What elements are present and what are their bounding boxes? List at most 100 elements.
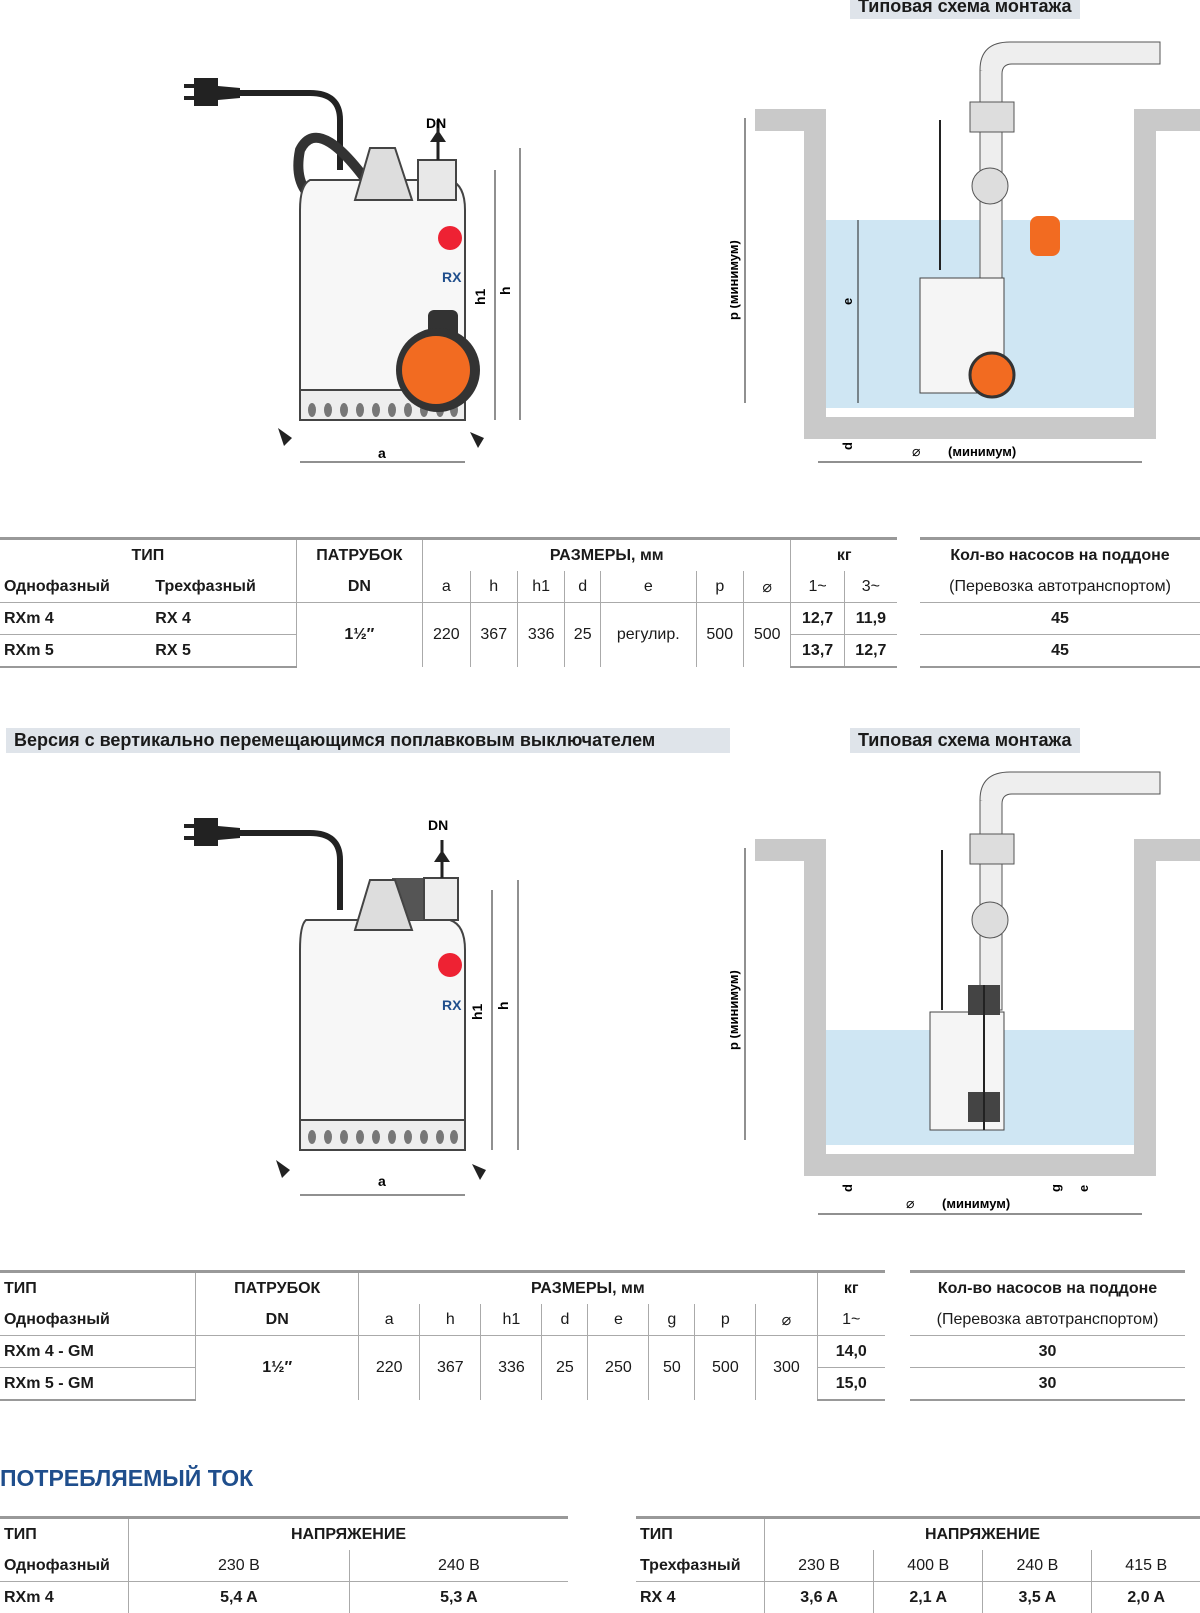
h-label: h <box>497 286 513 295</box>
current-value: 2,1 A <box>874 1582 983 1613</box>
col-p: p <box>695 1304 756 1336</box>
install-scheme-bottom: p (минимум) d g e ⌀ (минимум) <box>730 760 1200 1220</box>
col-diam: ⌀ <box>743 571 790 603</box>
a-label: a <box>378 1173 386 1189</box>
table-bottom: ТИП ПАТРУБОК РАЗМЕРЫ, мм кг Однофазный D… <box>0 1270 885 1401</box>
h-type: ТИП <box>0 1518 129 1551</box>
pallet-table-top: Кол-во насосов на поддоне (Перевозка авт… <box>920 537 1200 668</box>
col-a: a <box>359 1304 420 1336</box>
pallet-value: 45 <box>920 635 1200 668</box>
col-h: h <box>420 1304 481 1336</box>
col-h1: h1 <box>517 571 564 603</box>
plug-icon <box>184 78 240 106</box>
current-title: ПОТРЕБЛЯЕМЫЙ ТОК <box>0 1465 253 1492</box>
pump-logo: RX <box>442 269 462 285</box>
col-kg3: 3~ <box>844 571 897 603</box>
current-value: 3,5 A <box>983 1582 1092 1613</box>
pallet-h2: (Перевозка автотранспортом) <box>910 1304 1185 1336</box>
pallet-value: 30 <box>910 1336 1185 1368</box>
h-dn: DN <box>196 1304 359 1336</box>
col-p: p <box>696 571 743 603</box>
h-patr: ПАТРУБОК <box>296 539 422 572</box>
diameter-symbol: ⌀ <box>912 443 920 459</box>
section2-scheme-caption: Типовая схема монтажа <box>850 728 1080 753</box>
val-p: 500 <box>696 603 743 668</box>
table-row-three: RX 5 <box>151 635 296 668</box>
table-row-single: RXm 5 <box>0 635 151 668</box>
h1-label: h1 <box>472 288 488 305</box>
e-label: e <box>840 298 855 305</box>
kg1-value: 14,0 <box>817 1336 885 1368</box>
val-g: 50 <box>649 1336 695 1401</box>
h-type: ТИП <box>0 539 296 572</box>
volt-col: 415 В <box>1092 1550 1200 1582</box>
val-p: 500 <box>695 1336 756 1401</box>
val-d: 25 <box>542 1336 588 1401</box>
section2-title: Версия с вертикально перемещающимся попл… <box>6 728 730 753</box>
dn-value: 1½″ <box>296 603 422 668</box>
pump-logo: RX <box>442 997 462 1013</box>
top-scheme-caption: Типовая схема монтажа <box>850 0 1080 19</box>
col-d: d <box>565 571 601 603</box>
col-kg1: 1~ <box>817 1304 885 1336</box>
h-three: Трехфазный <box>151 571 296 603</box>
current-table-right: ТИП НАПРЯЖЕНИЕ Трехфазный 230 В 400 В 24… <box>636 1516 1200 1613</box>
val-h: 367 <box>420 1336 481 1401</box>
val-e: регулир. <box>601 603 697 668</box>
kg3-value: 11,9 <box>844 603 897 635</box>
current-table-left: ТИП НАПРЯЖЕНИЕ Однофазный 230 В 240 В RX… <box>0 1516 568 1613</box>
d-label: d <box>840 1184 855 1192</box>
table-row-type: RXm 4 <box>0 1582 129 1613</box>
pump-drawing-top: RX DN h1 h a <box>180 60 540 490</box>
current-value: 2,0 A <box>1092 1582 1200 1613</box>
install-scheme-top: p (минимум) e d ⌀ (минимум) <box>730 30 1200 480</box>
val-a: 220 <box>423 603 470 668</box>
h-volt: НАПРЯЖЕНИЕ <box>765 1518 1200 1551</box>
h-dims: РАЗМЕРЫ, мм <box>359 1272 817 1305</box>
brand-icon <box>438 953 462 977</box>
val-d: 25 <box>565 603 601 668</box>
col-d: d <box>542 1304 588 1336</box>
col-kg1: 1~ <box>791 571 844 603</box>
h-volt: НАПРЯЖЕНИЕ <box>129 1518 569 1551</box>
col-g: g <box>649 1304 695 1336</box>
h-kg: кг <box>817 1272 885 1305</box>
h-dims: РАЗМЕРЫ, мм <box>423 539 791 572</box>
volt-col: 230 В <box>765 1550 874 1582</box>
table-row-single: RXm 4 <box>0 603 151 635</box>
h-type: ТИП <box>0 1272 196 1305</box>
d-label: d <box>840 442 855 450</box>
col-h: h <box>470 571 517 603</box>
volt-col: 400 В <box>874 1550 983 1582</box>
min-label: (минимум) <box>942 1196 1010 1211</box>
table-row-type: RX 4 <box>636 1582 765 1613</box>
plug-icon <box>184 818 240 846</box>
pallet-h1: Кол-во насосов на поддоне <box>910 1272 1185 1305</box>
val-diam: 500 <box>743 603 790 668</box>
val-h1: 336 <box>517 603 564 668</box>
p-label: p (минимум) <box>730 970 741 1050</box>
dn-value: 1½″ <box>196 1336 359 1401</box>
h-kg: кг <box>791 539 897 572</box>
current-value: 5,3 A <box>349 1582 568 1613</box>
kg1-value: 12,7 <box>791 603 844 635</box>
col-e: e <box>601 571 697 603</box>
col-h1: h1 <box>481 1304 542 1336</box>
diameter-symbol: ⌀ <box>906 1195 914 1211</box>
volt-col: 240 В <box>983 1550 1092 1582</box>
h-kind: Трехфазный <box>636 1550 765 1582</box>
pallet-h2: (Перевозка автотранспортом) <box>920 571 1200 603</box>
h-type: ТИП <box>636 1518 765 1551</box>
h-patr: ПАТРУБОК <box>196 1272 359 1305</box>
val-h1: 336 <box>481 1336 542 1401</box>
p-label: p (минимум) <box>730 240 741 320</box>
h-label: h <box>495 1001 511 1010</box>
dn-label: DN <box>428 817 448 833</box>
e-label: e <box>1076 1185 1091 1192</box>
pallet-value: 45 <box>920 603 1200 635</box>
table-row-single: RXm 4 - GM <box>0 1336 196 1368</box>
kg3-value: 12,7 <box>844 635 897 668</box>
kg1-value: 13,7 <box>791 635 844 668</box>
dn-label: DN <box>426 115 446 131</box>
val-a: 220 <box>359 1336 420 1401</box>
